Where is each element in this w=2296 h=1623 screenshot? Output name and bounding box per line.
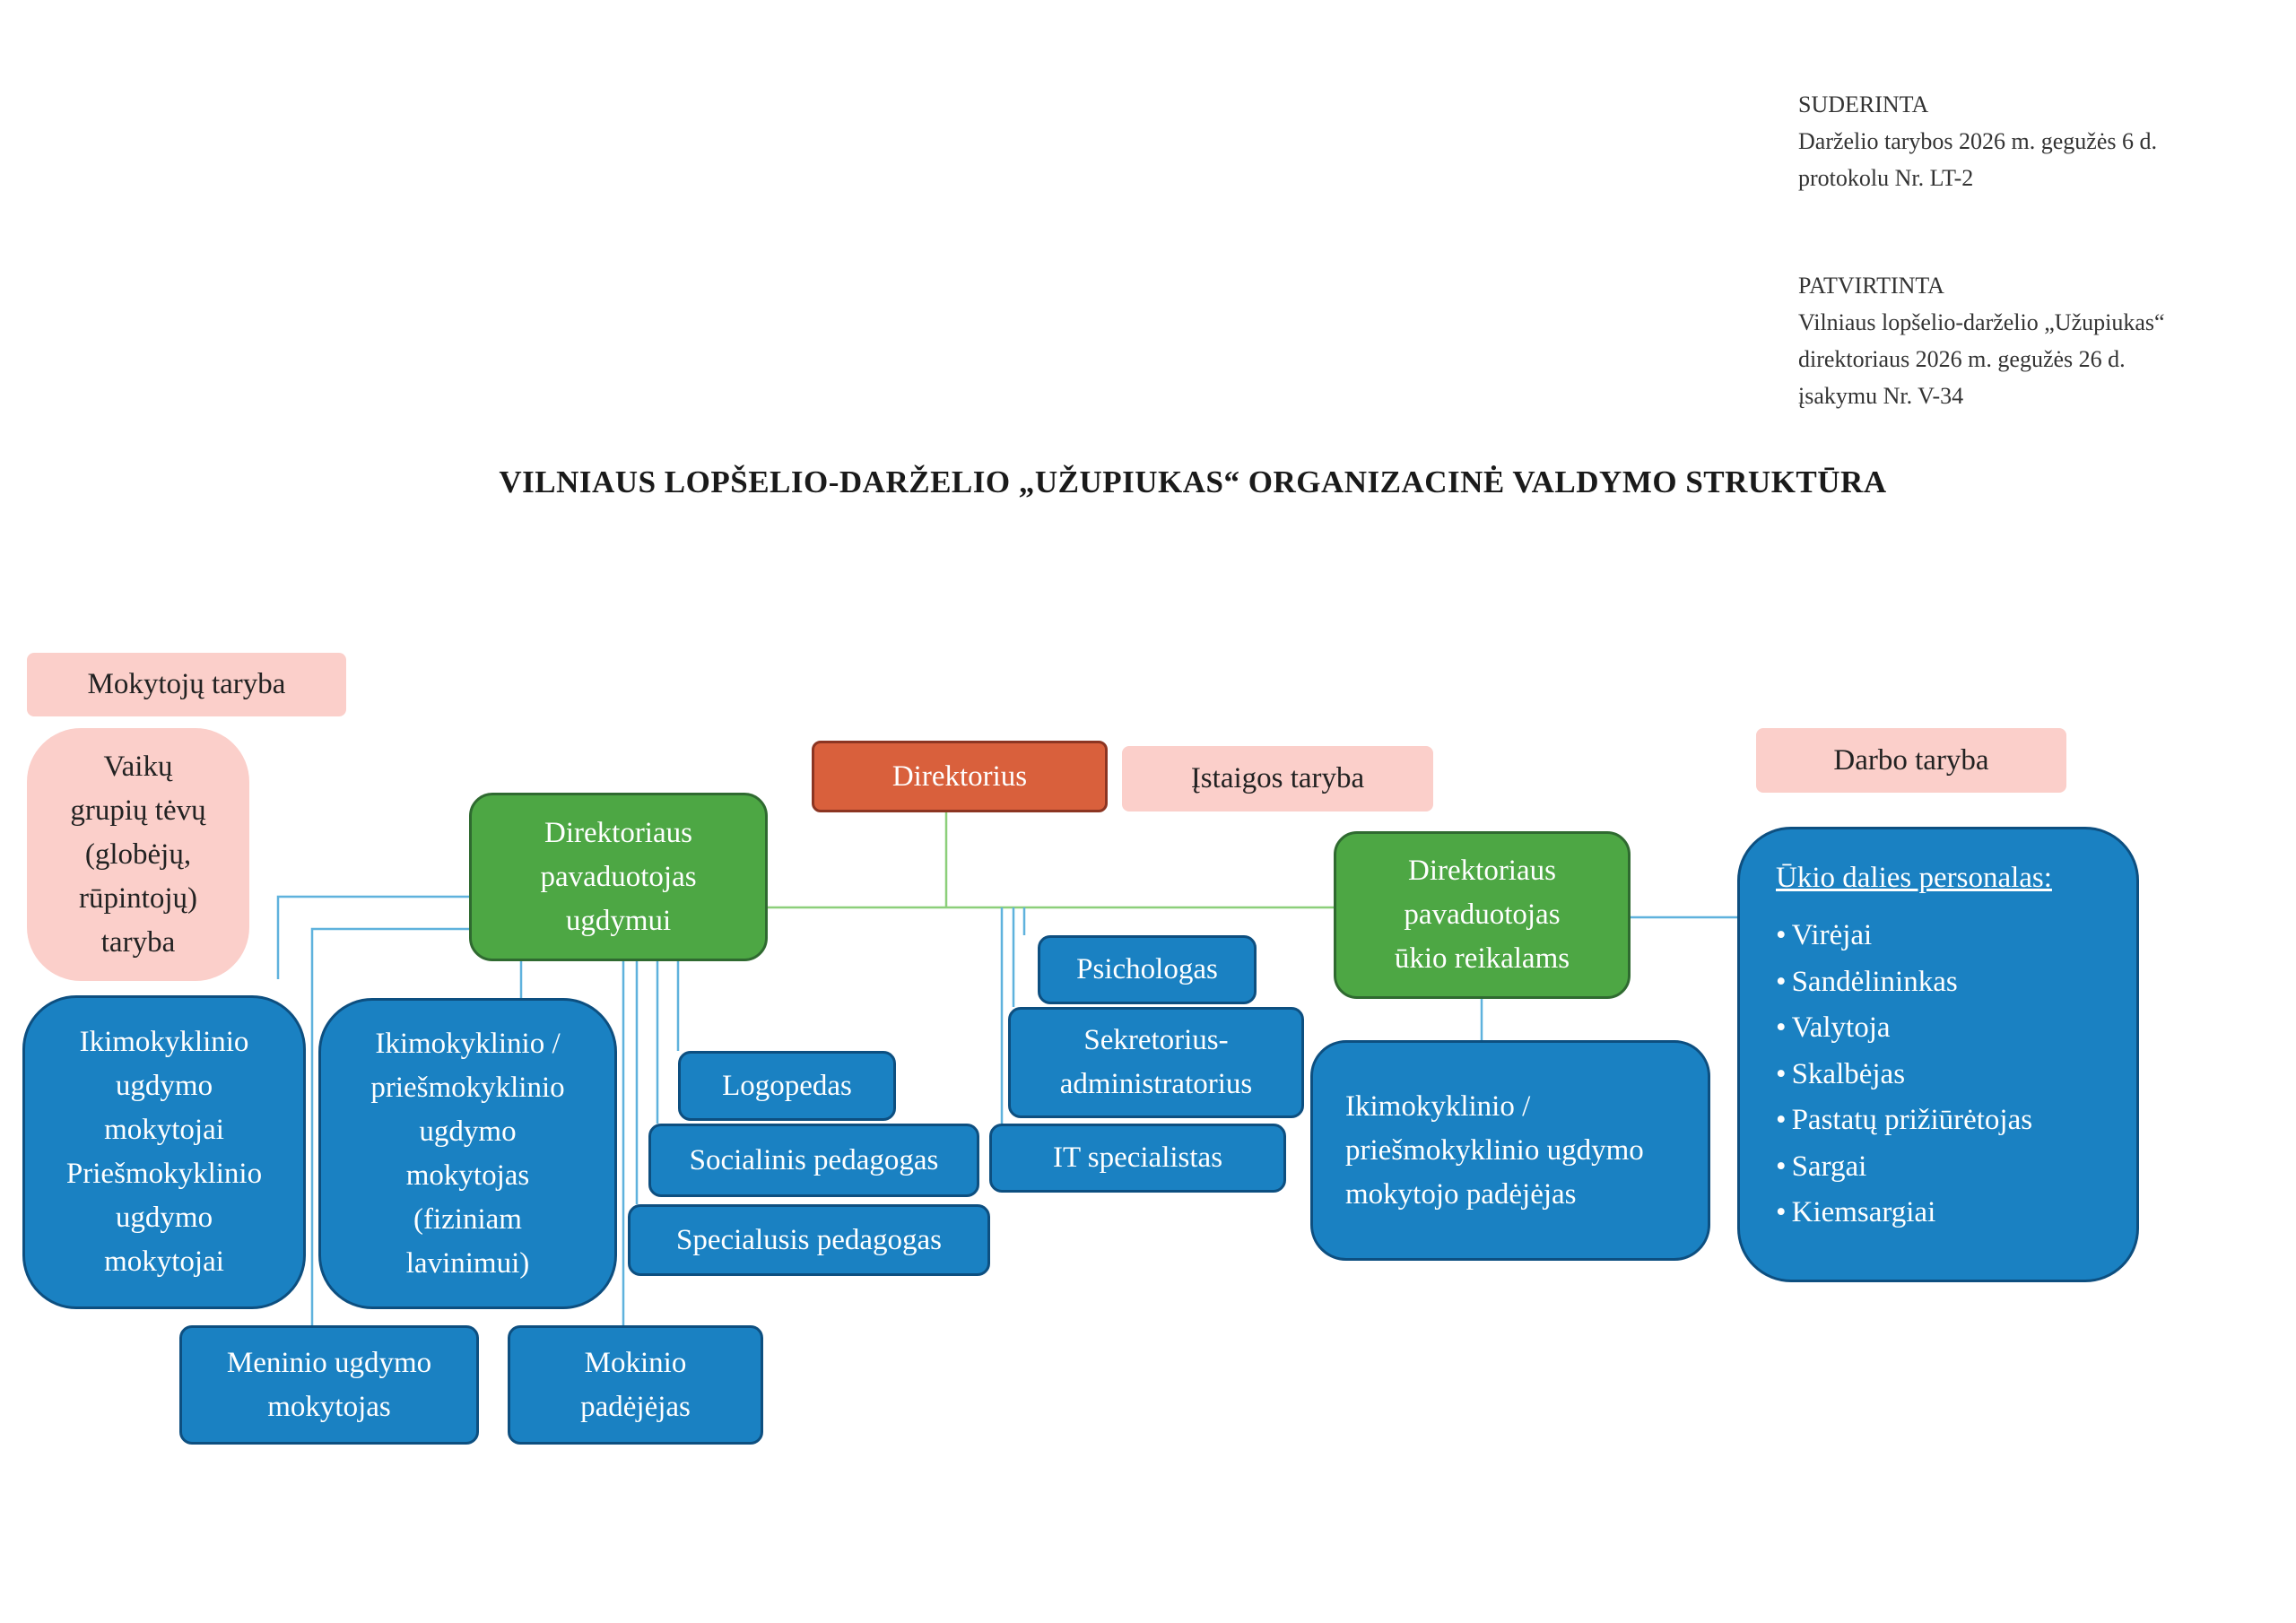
facility-staff-box: Ūkio dalies personalas: Virėjai Sandėlin…	[1737, 827, 2139, 1282]
list-item: Kiemsargiai	[1776, 1190, 2032, 1237]
approval-label: SUDERINTA	[1798, 91, 1929, 117]
list-item: Skalbėjas	[1776, 1052, 2032, 1098]
connector-ikimok	[310, 927, 470, 1325]
institution-council-label: Įstaigos taryba	[1190, 762, 1365, 794]
psychologist-box: Psichologas	[1038, 935, 1257, 1004]
deputy-education-label: Direktoriaus pavaduotojas ugdymui	[540, 816, 697, 937]
pe-teacher-label: Ikimokyklinio / priešmokyklinio ugdymo m…	[370, 1027, 565, 1280]
social-pedagogue-box: Socialinis pedagogas	[648, 1124, 979, 1197]
deputy-education-box: Direktoriaus pavaduotojas ugdymui	[469, 793, 768, 961]
connector-tevu	[276, 895, 470, 979]
list-item: Pastatų prižiūrėtojas	[1776, 1098, 2033, 1144]
approval-line: Darželio tarybos 2026 m. gegužės 6 d.	[1798, 128, 2158, 154]
parents-council: Vaikų grupių tėvų (globėjų, rūpintojų) t…	[27, 728, 249, 981]
work-council-label: Darbo taryba	[1833, 743, 1989, 777]
director-label: Direktorius	[891, 759, 1028, 793]
speech-therapist-label: Logopedas	[722, 1069, 852, 1102]
art-teacher-label: Meninio ugdymo mokytojas	[226, 1346, 432, 1423]
document-title: VILNIAUS LOPŠELIO-DARŽELIO „UŽUPIUKAS“ O…	[499, 464, 1887, 499]
approval-line: įsakymu Nr. V-34	[1798, 383, 1964, 409]
approval-line: direktoriaus 2026 m. gegužės 26 d.	[1798, 346, 2126, 372]
deputy-facilities-box: Direktoriaus pavaduotojas ūkio reikalams	[1334, 831, 1631, 999]
it-specialist-label: IT specialistas	[1052, 1141, 1223, 1174]
teacher-assistant-box: Ikimokyklinio / priešmokyklinio ugdymo m…	[1310, 1040, 1710, 1261]
art-teacher-box: Meninio ugdymo mokytojas	[179, 1325, 479, 1445]
student-assistant-label: Mokinio padėjėjas	[580, 1346, 691, 1423]
secretary-box: Sekretorius- administratorius	[1008, 1007, 1304, 1118]
list-item: Sargai	[1776, 1144, 2032, 1191]
list-item: Sandėlininkas	[1776, 959, 2032, 1006]
pe-teacher-box: Ikimokyklinio / priešmokyklinio ugdymo m…	[318, 998, 617, 1309]
special-pedagogue-box: Specialusis pedagogas	[628, 1204, 990, 1276]
parents-council-label: Vaikų grupių tėvų (globėjų, rūpintojų) t…	[70, 750, 206, 959]
approval-agreed: SUDERINTA Darželio tarybos 2026 m. geguž…	[1798, 86, 2157, 196]
list-item: Virėjai	[1776, 913, 2032, 959]
social-pedagogue-label: Socialinis pedagogas	[689, 1143, 939, 1176]
list-item: Valytoja	[1776, 1005, 2032, 1052]
speech-therapist-box: Logopedas	[678, 1051, 896, 1121]
director-box: Direktorius	[812, 741, 1108, 812]
preschool-teachers-box: Ikimokyklinio ugdymo mokytojai Priešmoky…	[22, 995, 306, 1309]
it-specialist-box: IT specialistas	[989, 1124, 1286, 1193]
approval-line: protokolu Nr. LT-2	[1798, 165, 1974, 191]
approval-label: PATVIRTINTA	[1798, 273, 1944, 299]
psychologist-label: Psichologas	[1076, 953, 1218, 985]
approval-line: Vilniaus lopšelio-darželio „Užupiukas“	[1798, 309, 2165, 335]
approval-approved: PATVIRTINTA Vilniaus lopšelio-darželio „…	[1798, 267, 2165, 414]
institution-council: Įstaigos taryba	[1122, 746, 1433, 812]
work-council: Darbo taryba	[1756, 728, 2066, 793]
secretary-label: Sekretorius- administratorius	[1059, 1024, 1253, 1100]
special-pedagogue-label: Specialusis pedagogas	[675, 1223, 943, 1256]
facility-staff-title: Ūkio dalies personalas:	[1776, 862, 2052, 894]
student-assistant-box: Mokinio padėjėjas	[508, 1325, 763, 1445]
deputy-facilities-label: Direktoriaus pavaduotojas ūkio reikalams	[1394, 855, 1570, 975]
teachers-council: Mokytojų taryba	[27, 653, 346, 716]
facility-staff-list: Virėjai Sandėlininkas Valytoja Skalbėjas…	[1776, 913, 2033, 1237]
preschool-teachers-label: Ikimokyklinio ugdymo mokytojai Priešmoky…	[65, 1026, 263, 1278]
teachers-council-label: Mokytojų taryba	[87, 668, 286, 700]
teacher-assistant-label: Ikimokyklinio / priešmokyklinio ugdymo m…	[1345, 1089, 1644, 1211]
